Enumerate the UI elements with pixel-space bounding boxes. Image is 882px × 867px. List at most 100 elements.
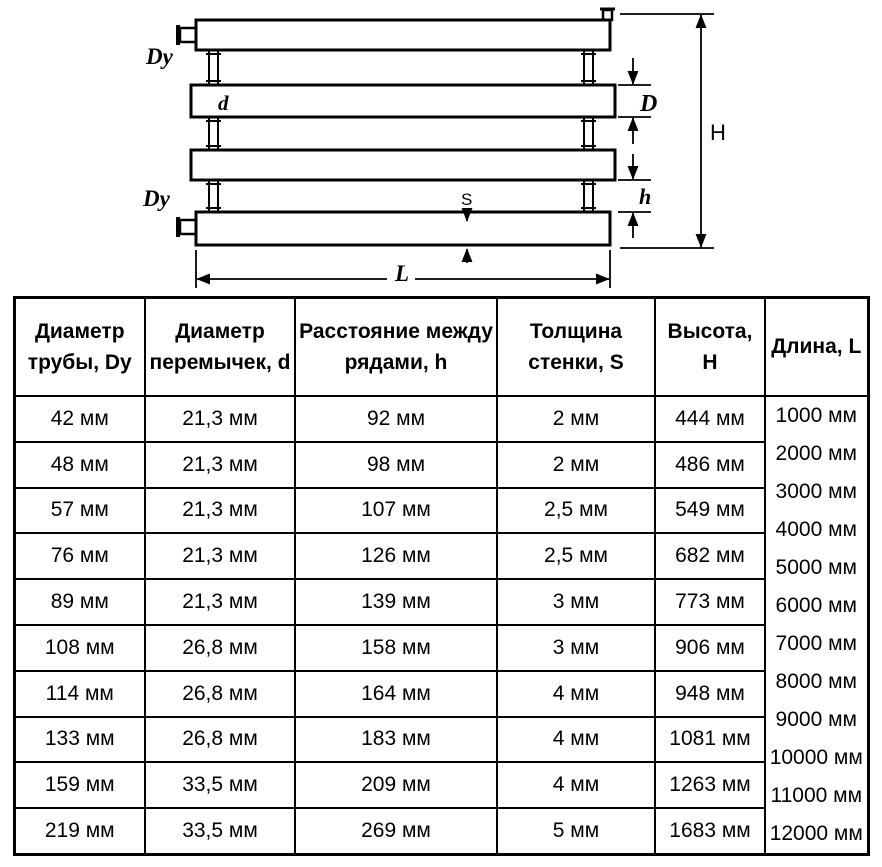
cell-height: 1683 мм <box>654 807 766 856</box>
label-D: D <box>639 91 657 117</box>
table-row: 57 мм 21,3 мм 107 мм 2,5 мм 549 мм <box>13 486 868 535</box>
dimension-L <box>195 250 611 288</box>
register-drawing: Dy Dy d D h H S L <box>142 7 726 288</box>
table-row: 76 мм 21,3 мм 126 мм 2,5 мм 682 мм <box>13 532 868 581</box>
cell-pipe-diameter: 48 мм <box>13 440 146 489</box>
cell-wall-thickness: 2,5 мм <box>496 532 656 581</box>
length-value: 9000 мм <box>775 708 857 731</box>
cell-wall-thickness: 5 мм <box>496 807 656 856</box>
cell-wall-thickness: 2,5 мм <box>496 486 656 535</box>
cell-wall-thickness: 2 мм <box>496 440 656 489</box>
length-value: 7000 мм <box>775 632 857 655</box>
pipe-2 <box>189 83 617 119</box>
table-row: 89 мм 21,3 мм 139 мм 3 мм 773 мм <box>13 578 868 626</box>
cell-row-spacing: 139 мм <box>294 578 498 626</box>
table-row: 108 мм 26,8 мм 158 мм 3 мм 906 мм <box>13 623 868 672</box>
table-row: 133 мм 26,8 мм 183 мм 4 мм 1081 мм <box>13 715 868 764</box>
cell-height: 773 мм <box>654 578 766 626</box>
pipe-1 <box>194 18 612 52</box>
cell-pipe-diameter: 108 мм <box>13 623 146 672</box>
dimension-h <box>618 154 651 238</box>
length-value: 8000 мм <box>775 670 857 693</box>
cell-pipe-diameter: 57 мм <box>13 486 146 535</box>
length-value: 5000 мм <box>775 556 857 579</box>
cell-jumper-diameter: 26,8 мм <box>144 669 296 718</box>
dimensions <box>195 13 714 288</box>
cell-row-spacing: 209 мм <box>294 761 498 810</box>
cell-pipe-diameter: 133 мм <box>13 715 146 764</box>
length-value: 3000 мм <box>775 480 857 503</box>
header-pipe-diameter: Диаметр трубы, Dy <box>13 296 146 397</box>
table-row: 219 мм 33,5 мм 269 мм 5 мм 1683 мм <box>13 807 868 856</box>
length-value: 2000 мм <box>775 442 857 465</box>
cell-jumper-diameter: 21,3 мм <box>144 532 296 581</box>
cell-wall-thickness: 4 мм <box>496 761 656 810</box>
pipes <box>189 18 617 247</box>
pipe-4 <box>194 210 612 247</box>
dimension-H <box>620 13 714 249</box>
cell-row-spacing: 107 мм <box>294 486 498 535</box>
cell-wall-thickness: 4 мм <box>496 715 656 764</box>
cell-height: 682 мм <box>654 532 766 581</box>
cell-jumper-diameter: 21,3 мм <box>144 440 296 489</box>
table-row: 159 мм 33,5 мм 209 мм 4 мм 1263 мм <box>13 761 868 810</box>
table-row: 48 мм 21,3 мм 98 мм 2 мм 486 мм <box>13 440 868 489</box>
length-value: 12000 мм <box>769 822 863 845</box>
table-row: 42 мм 21,3 мм 92 мм 2 мм 444 мм 1000 мм … <box>13 395 869 856</box>
dimensions-table: Диаметр трубы, Dy Диаметр перемычек, d Р… <box>12 296 870 856</box>
cell-jumper-diameter: 26,8 мм <box>144 623 296 672</box>
cell-row-spacing: 92 мм <box>294 395 498 443</box>
cell-jumper-diameter: 26,8 мм <box>144 715 296 764</box>
cell-height: 1081 мм <box>654 715 766 764</box>
label-h: h <box>639 184 651 209</box>
length-value: 6000 мм <box>775 594 857 617</box>
nozzle-bottom-left <box>178 218 198 236</box>
dimension-D <box>618 58 651 144</box>
header-row: Диаметр трубы, Dy Диаметр перемычек, d Р… <box>13 296 869 397</box>
cell-wall-thickness: 3 мм <box>496 578 656 626</box>
cell-row-spacing: 126 мм <box>294 532 498 581</box>
label-H: H <box>710 120 726 145</box>
jumper-flanges <box>206 53 596 209</box>
cell-pipe-diameter: 42 мм <box>13 395 146 443</box>
label-L: L <box>394 261 409 286</box>
length-value: 4000 мм <box>775 518 857 541</box>
jumper-left-1 <box>208 49 219 86</box>
cell-height: 444 мм <box>654 395 766 443</box>
labels: Dy Dy d D h H S L <box>142 44 726 286</box>
cell-jumper-diameter: 21,3 мм <box>144 578 296 626</box>
label-dy-bottom: Dy <box>142 186 171 211</box>
cell-height: 948 мм <box>654 669 766 718</box>
cell-pipe-diameter: 89 мм <box>13 578 146 626</box>
label-d: d <box>218 91 229 115</box>
cell-height: 906 мм <box>654 623 766 672</box>
length-cell: 1000 мм 2000 мм 3000 мм 4000 мм 5000 мм … <box>764 395 869 856</box>
table-row: 114 мм 26,8 мм 164 мм 4 мм 948 мм <box>13 669 868 718</box>
cell-height: 549 мм <box>654 486 766 535</box>
cell-wall-thickness: 4 мм <box>496 669 656 718</box>
header-wall-thickness: Толщина стенки, S <box>496 296 656 397</box>
cell-row-spacing: 183 мм <box>294 715 498 764</box>
label-dy-top: Dy <box>145 44 174 69</box>
cell-pipe-diameter: 76 мм <box>13 532 146 581</box>
length-value: 1000 мм <box>775 404 857 427</box>
cell-height: 486 мм <box>654 440 766 489</box>
cell-wall-thickness: 3 мм <box>496 623 656 672</box>
cell-height: 1263 мм <box>654 761 766 810</box>
cell-pipe-diameter: 219 мм <box>13 807 146 856</box>
length-value: 10000 мм <box>769 746 863 769</box>
header-height: Высота, H <box>654 296 766 397</box>
cell-row-spacing: 164 мм <box>294 669 498 718</box>
cell-jumper-diameter: 33,5 мм <box>144 761 296 810</box>
jumpers <box>206 49 596 213</box>
length-value: 11000 мм <box>770 784 863 807</box>
pipe-3 <box>189 148 617 182</box>
label-S: S <box>461 190 472 209</box>
cell-jumper-diameter: 21,3 мм <box>144 486 296 535</box>
cell-pipe-diameter: 114 мм <box>13 669 146 718</box>
nozzle-top-left <box>178 26 198 44</box>
cell-wall-thickness: 2 мм <box>496 395 656 443</box>
cell-row-spacing: 158 мм <box>294 623 498 672</box>
header-length: Длина, L <box>764 296 869 397</box>
